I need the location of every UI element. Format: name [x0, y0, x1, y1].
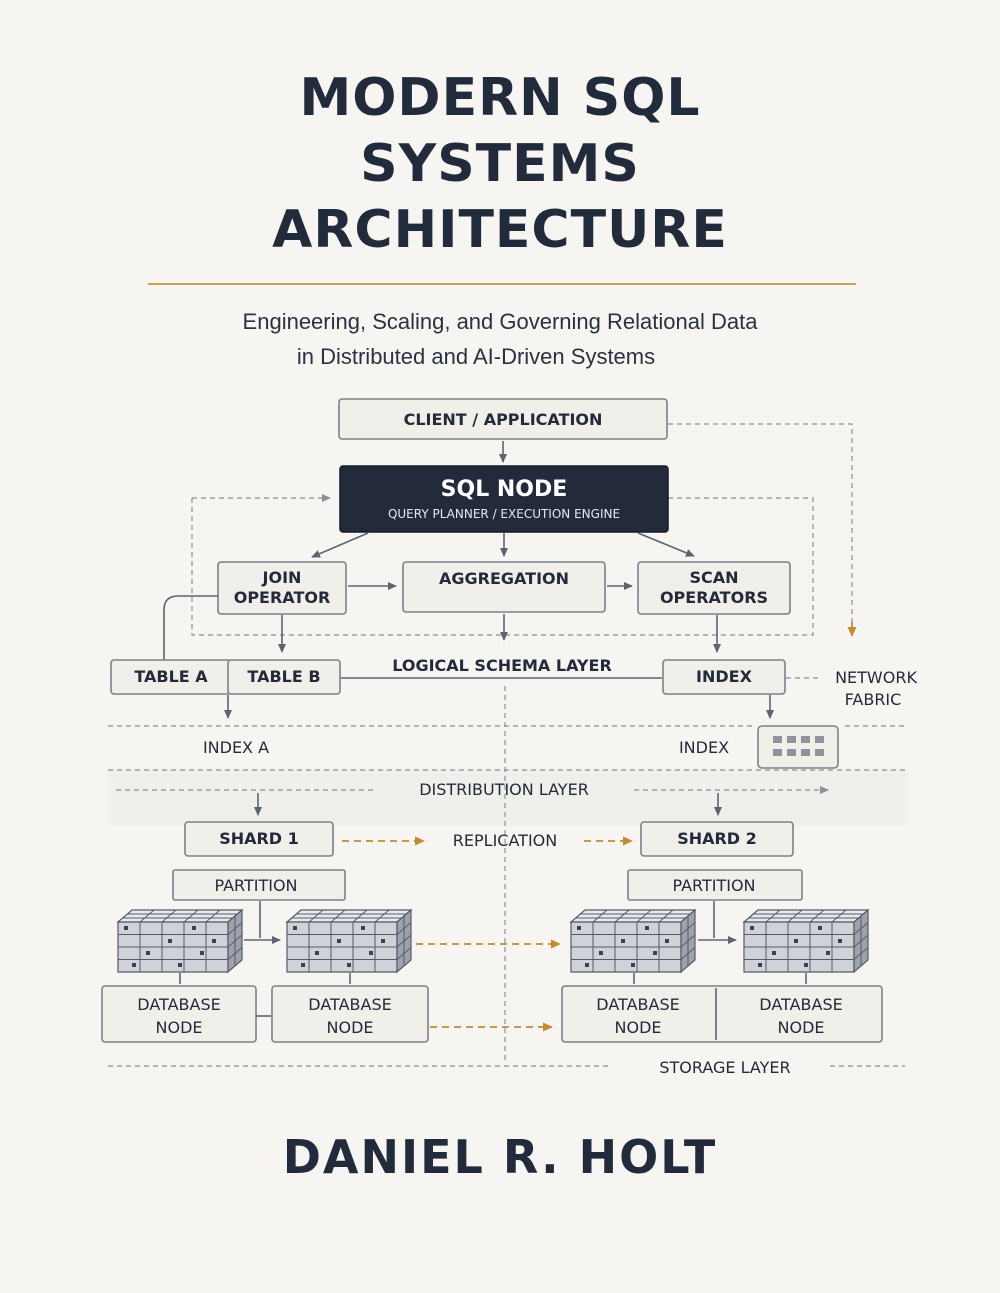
network-fabric-label-2: FABRIC: [845, 690, 902, 709]
database-node-2-label-2: NODE: [327, 1018, 374, 1037]
database-node-3-label-1: DATABASE: [596, 995, 679, 1014]
scan-label-2: OPERATORS: [660, 588, 768, 607]
network-dashed-path: [668, 423, 853, 630]
partition-left-box: [172, 869, 346, 901]
database-node-2-label-1: DATABASE: [308, 995, 391, 1014]
database-node-1: [101, 985, 257, 1043]
network-fabric-label-1: NETWORK: [835, 668, 917, 687]
index-a-label: INDEX A: [203, 738, 269, 757]
distribution-layer-label: DISTRIBUTION LAYER: [419, 780, 589, 799]
partition-right-label: PARTITION: [672, 876, 755, 895]
database-node-1-label-1: DATABASE: [137, 995, 220, 1014]
replication-label: REPLICATION: [453, 831, 557, 850]
join-feed-line: [163, 595, 218, 660]
table-a-label: TABLE A: [134, 667, 208, 686]
table-b-box: [227, 659, 341, 695]
join-label-1: JOIN: [262, 568, 302, 587]
database-node-1-label-2: NODE: [156, 1018, 203, 1037]
index-label: INDEX: [679, 738, 729, 757]
scan-label-1: SCAN: [689, 568, 738, 587]
database-node-4-label-1: DATABASE: [759, 995, 842, 1014]
partition-left-label: PARTITION: [214, 876, 297, 895]
execution-frame: [191, 497, 814, 636]
author-name: DANIEL R. HOLT: [282, 1130, 718, 1184]
partition-right-box: [627, 869, 803, 901]
join-label-2: OPERATOR: [234, 588, 331, 607]
table-b-label: TABLE B: [247, 667, 320, 686]
shard-1-label: SHARD 1: [219, 829, 299, 848]
join-operator-box: [217, 561, 347, 615]
client-label: CLIENT / APPLICATION: [404, 410, 603, 429]
sql-node-subtitle: QUERY PLANNER / EXECUTION ENGINE: [388, 507, 620, 521]
title-line-1: MODERN SQL: [299, 68, 701, 128]
storage-layer-label: STORAGE LAYER: [659, 1058, 790, 1077]
sql-node-box: [339, 465, 669, 533]
shard-2-box: [640, 821, 794, 857]
scan-operators-box: [637, 561, 791, 615]
client-box: [338, 398, 668, 440]
database-node-2: [271, 985, 429, 1043]
data-cube-2: [286, 909, 412, 973]
index-grid-icon: [757, 725, 839, 769]
index-box: [662, 659, 786, 695]
subtitle-line-1: Engineering, Scaling, and Governing Rela…: [242, 309, 758, 334]
database-node-group: [561, 985, 883, 1043]
subtitle-line-2: in Distributed and AI-Driven Systems: [296, 344, 656, 369]
title-line-3: ARCHITECTURE: [272, 200, 728, 260]
title-line-2: SYSTEMS: [360, 134, 640, 194]
database-node-3-label-2: NODE: [615, 1018, 662, 1037]
sql-node-title: SQL NODE: [441, 477, 568, 502]
aggregation-label: AGGREGATION: [439, 569, 569, 588]
index-box-label: INDEX: [696, 667, 753, 686]
database-node-4-label-2: NODE: [778, 1018, 825, 1037]
data-cube-1: [117, 909, 243, 973]
logical-schema-label: LOGICAL SCHEMA LAYER: [392, 656, 612, 675]
data-cube-3: [570, 909, 696, 973]
aggregation-box: [402, 561, 606, 613]
accent-rule: [148, 283, 856, 285]
shard-1-box: [184, 821, 334, 857]
shard-2-label: SHARD 2: [677, 829, 757, 848]
data-cube-4: [743, 909, 869, 973]
